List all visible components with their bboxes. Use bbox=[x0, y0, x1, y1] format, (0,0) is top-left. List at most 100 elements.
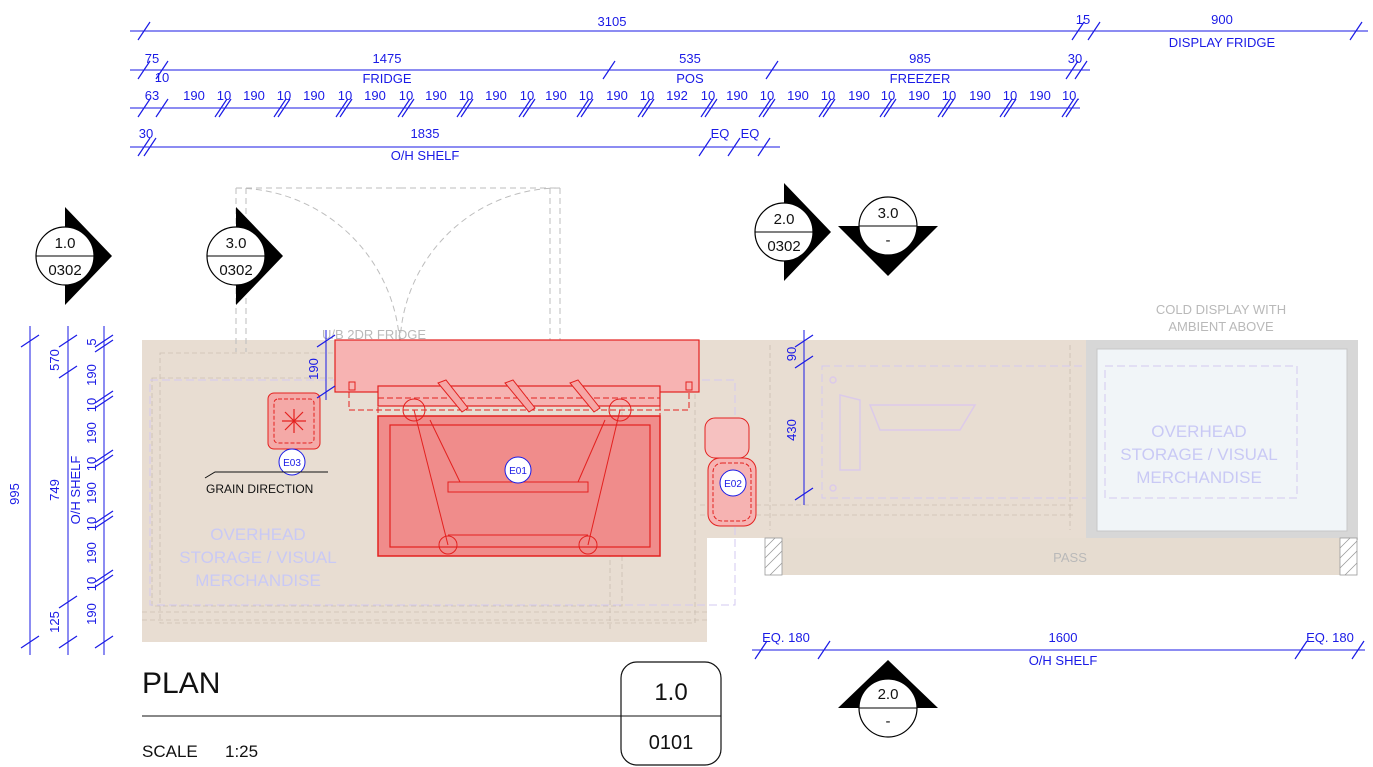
svg-text:190: 190 bbox=[364, 88, 386, 103]
svg-text:3.0: 3.0 bbox=[878, 205, 899, 222]
svg-text:30: 30 bbox=[1068, 51, 1082, 66]
scale-value: 1:25 bbox=[225, 742, 258, 761]
svg-text:535: 535 bbox=[679, 51, 701, 66]
svg-text:2.0: 2.0 bbox=[878, 686, 899, 703]
pass-counter bbox=[764, 537, 1358, 576]
svg-text:90: 90 bbox=[784, 347, 799, 361]
svg-text:190: 190 bbox=[425, 88, 447, 103]
svg-text:10: 10 bbox=[277, 88, 291, 103]
svg-text:10: 10 bbox=[640, 88, 654, 103]
svg-text:EQ. 180: EQ. 180 bbox=[1306, 630, 1354, 645]
svg-text:E01: E01 bbox=[509, 466, 527, 477]
tag-e03: E03 bbox=[278, 448, 306, 476]
svg-text:985: 985 bbox=[909, 51, 931, 66]
svg-text:0302: 0302 bbox=[48, 262, 81, 279]
overhead-label-right-3: MERCHANDISE bbox=[1136, 468, 1262, 487]
svg-text:E02: E02 bbox=[724, 479, 742, 490]
svg-text:3.0: 3.0 bbox=[226, 235, 247, 252]
tag-e01: E01 bbox=[504, 456, 532, 484]
svg-text:10: 10 bbox=[84, 457, 99, 471]
cold-display-unit bbox=[1086, 340, 1358, 540]
svg-text:O/H SHELF: O/H SHELF bbox=[68, 456, 83, 525]
svg-text:10: 10 bbox=[459, 88, 473, 103]
svg-text:1475: 1475 bbox=[373, 51, 402, 66]
svg-text:570: 570 bbox=[47, 349, 62, 371]
inner-dimensions: 190 90 430 bbox=[306, 330, 814, 505]
svg-text:190: 190 bbox=[848, 88, 870, 103]
svg-text:75: 75 bbox=[145, 51, 159, 66]
svg-text:190: 190 bbox=[84, 603, 99, 625]
svg-text:0302: 0302 bbox=[767, 238, 800, 255]
svg-text:190: 190 bbox=[84, 364, 99, 386]
svg-text:10: 10 bbox=[399, 88, 413, 103]
svg-text:5: 5 bbox=[84, 338, 99, 345]
svg-text:10: 10 bbox=[942, 88, 956, 103]
svg-text:2.0: 2.0 bbox=[774, 211, 795, 228]
svg-text:63: 63 bbox=[145, 88, 159, 103]
sheet-number: 0101 bbox=[649, 732, 694, 754]
svg-text:190: 190 bbox=[908, 88, 930, 103]
cold-display-label-2: AMBIENT ABOVE bbox=[1168, 319, 1274, 334]
overhead-label-right-2: STORAGE / VISUAL bbox=[1120, 445, 1277, 464]
drawing-number: 1.0 bbox=[654, 679, 687, 706]
svg-text:190: 190 bbox=[606, 88, 628, 103]
svg-text:430: 430 bbox=[784, 419, 799, 441]
section-marker-4: 3.0 - bbox=[838, 196, 938, 276]
counter-strip bbox=[1078, 340, 1086, 538]
left-dimensions: 995 570 749 125 O/H SHELF 5 190 10 190 1… bbox=[7, 326, 114, 655]
svg-text:3105: 3105 bbox=[598, 14, 627, 29]
svg-text:190: 190 bbox=[726, 88, 748, 103]
svg-text:10: 10 bbox=[579, 88, 593, 103]
svg-text:190: 190 bbox=[969, 88, 991, 103]
equipment-e01-sink-unit bbox=[377, 379, 661, 557]
svg-text:190: 190 bbox=[84, 422, 99, 444]
svg-text:10.: 10. bbox=[1062, 88, 1080, 103]
tag-e02: E02 bbox=[719, 469, 747, 497]
middle-counter bbox=[707, 340, 1083, 538]
svg-text:-: - bbox=[886, 232, 891, 249]
svg-text:EQ: EQ bbox=[711, 126, 730, 141]
bottom-dimensions: EQ. 180 1600 O/H SHELF EQ. 180 bbox=[752, 630, 1365, 668]
svg-text:EQ: EQ bbox=[741, 126, 760, 141]
overhead-label-left-1: OVERHEAD bbox=[210, 525, 305, 544]
svg-text:190: 190 bbox=[306, 358, 321, 380]
svg-text:10: 10 bbox=[821, 88, 835, 103]
svg-text:10: 10 bbox=[84, 517, 99, 531]
svg-text:EQ. 180: EQ. 180 bbox=[762, 630, 810, 645]
svg-text:995: 995 bbox=[7, 483, 22, 505]
svg-text:190: 190 bbox=[243, 88, 265, 103]
section-marker-5: 2.0 - bbox=[838, 660, 938, 738]
overhead-label-left-2: STORAGE / VISUAL bbox=[179, 548, 336, 567]
svg-text:190: 190 bbox=[84, 482, 99, 504]
svg-text:1835: 1835 bbox=[411, 126, 440, 141]
svg-text:FREEZER: FREEZER bbox=[890, 71, 951, 86]
equipment-ub-fridge bbox=[334, 339, 700, 411]
svg-text:10: 10 bbox=[701, 88, 715, 103]
overhead-label-left-3: MERCHANDISE bbox=[195, 571, 321, 590]
section-marker-1: 1.0 0302 bbox=[35, 207, 112, 305]
svg-text:900: 900 bbox=[1211, 12, 1233, 27]
svg-text:190: 190 bbox=[545, 88, 567, 103]
svg-text:190: 190 bbox=[485, 88, 507, 103]
svg-text:O/H SHELF: O/H SHELF bbox=[391, 148, 460, 163]
pass-label: PASS bbox=[1053, 550, 1087, 565]
svg-text:192: 192 bbox=[666, 88, 688, 103]
overhead-label-right-1: OVERHEAD bbox=[1151, 422, 1246, 441]
svg-text:0302: 0302 bbox=[219, 262, 252, 279]
svg-text:15: 15 bbox=[1076, 12, 1090, 27]
top-dimensions: 3105 15 900 DISPLAY FRIDGE 75 10 1475 FR… bbox=[130, 12, 1368, 163]
svg-text:190: 190 bbox=[303, 88, 325, 103]
svg-text:10: 10 bbox=[84, 398, 99, 412]
svg-text:DISPLAY FRIDGE: DISPLAY FRIDGE bbox=[1169, 35, 1276, 50]
svg-text:30: 30 bbox=[139, 126, 153, 141]
svg-text:190: 190 bbox=[1029, 88, 1051, 103]
svg-text:10: 10 bbox=[881, 88, 895, 103]
title-block: PLAN SCALE 1:25 1.0 0101 bbox=[142, 661, 722, 766]
plan-title: PLAN bbox=[142, 667, 220, 700]
svg-text:10: 10 bbox=[155, 70, 169, 85]
grain-direction-indicator: GRAIN DIRECTION bbox=[204, 471, 328, 496]
section-marker-2: 3.0 0302 bbox=[206, 207, 283, 305]
svg-text:190: 190 bbox=[84, 542, 99, 564]
svg-text:POS: POS bbox=[676, 71, 704, 86]
